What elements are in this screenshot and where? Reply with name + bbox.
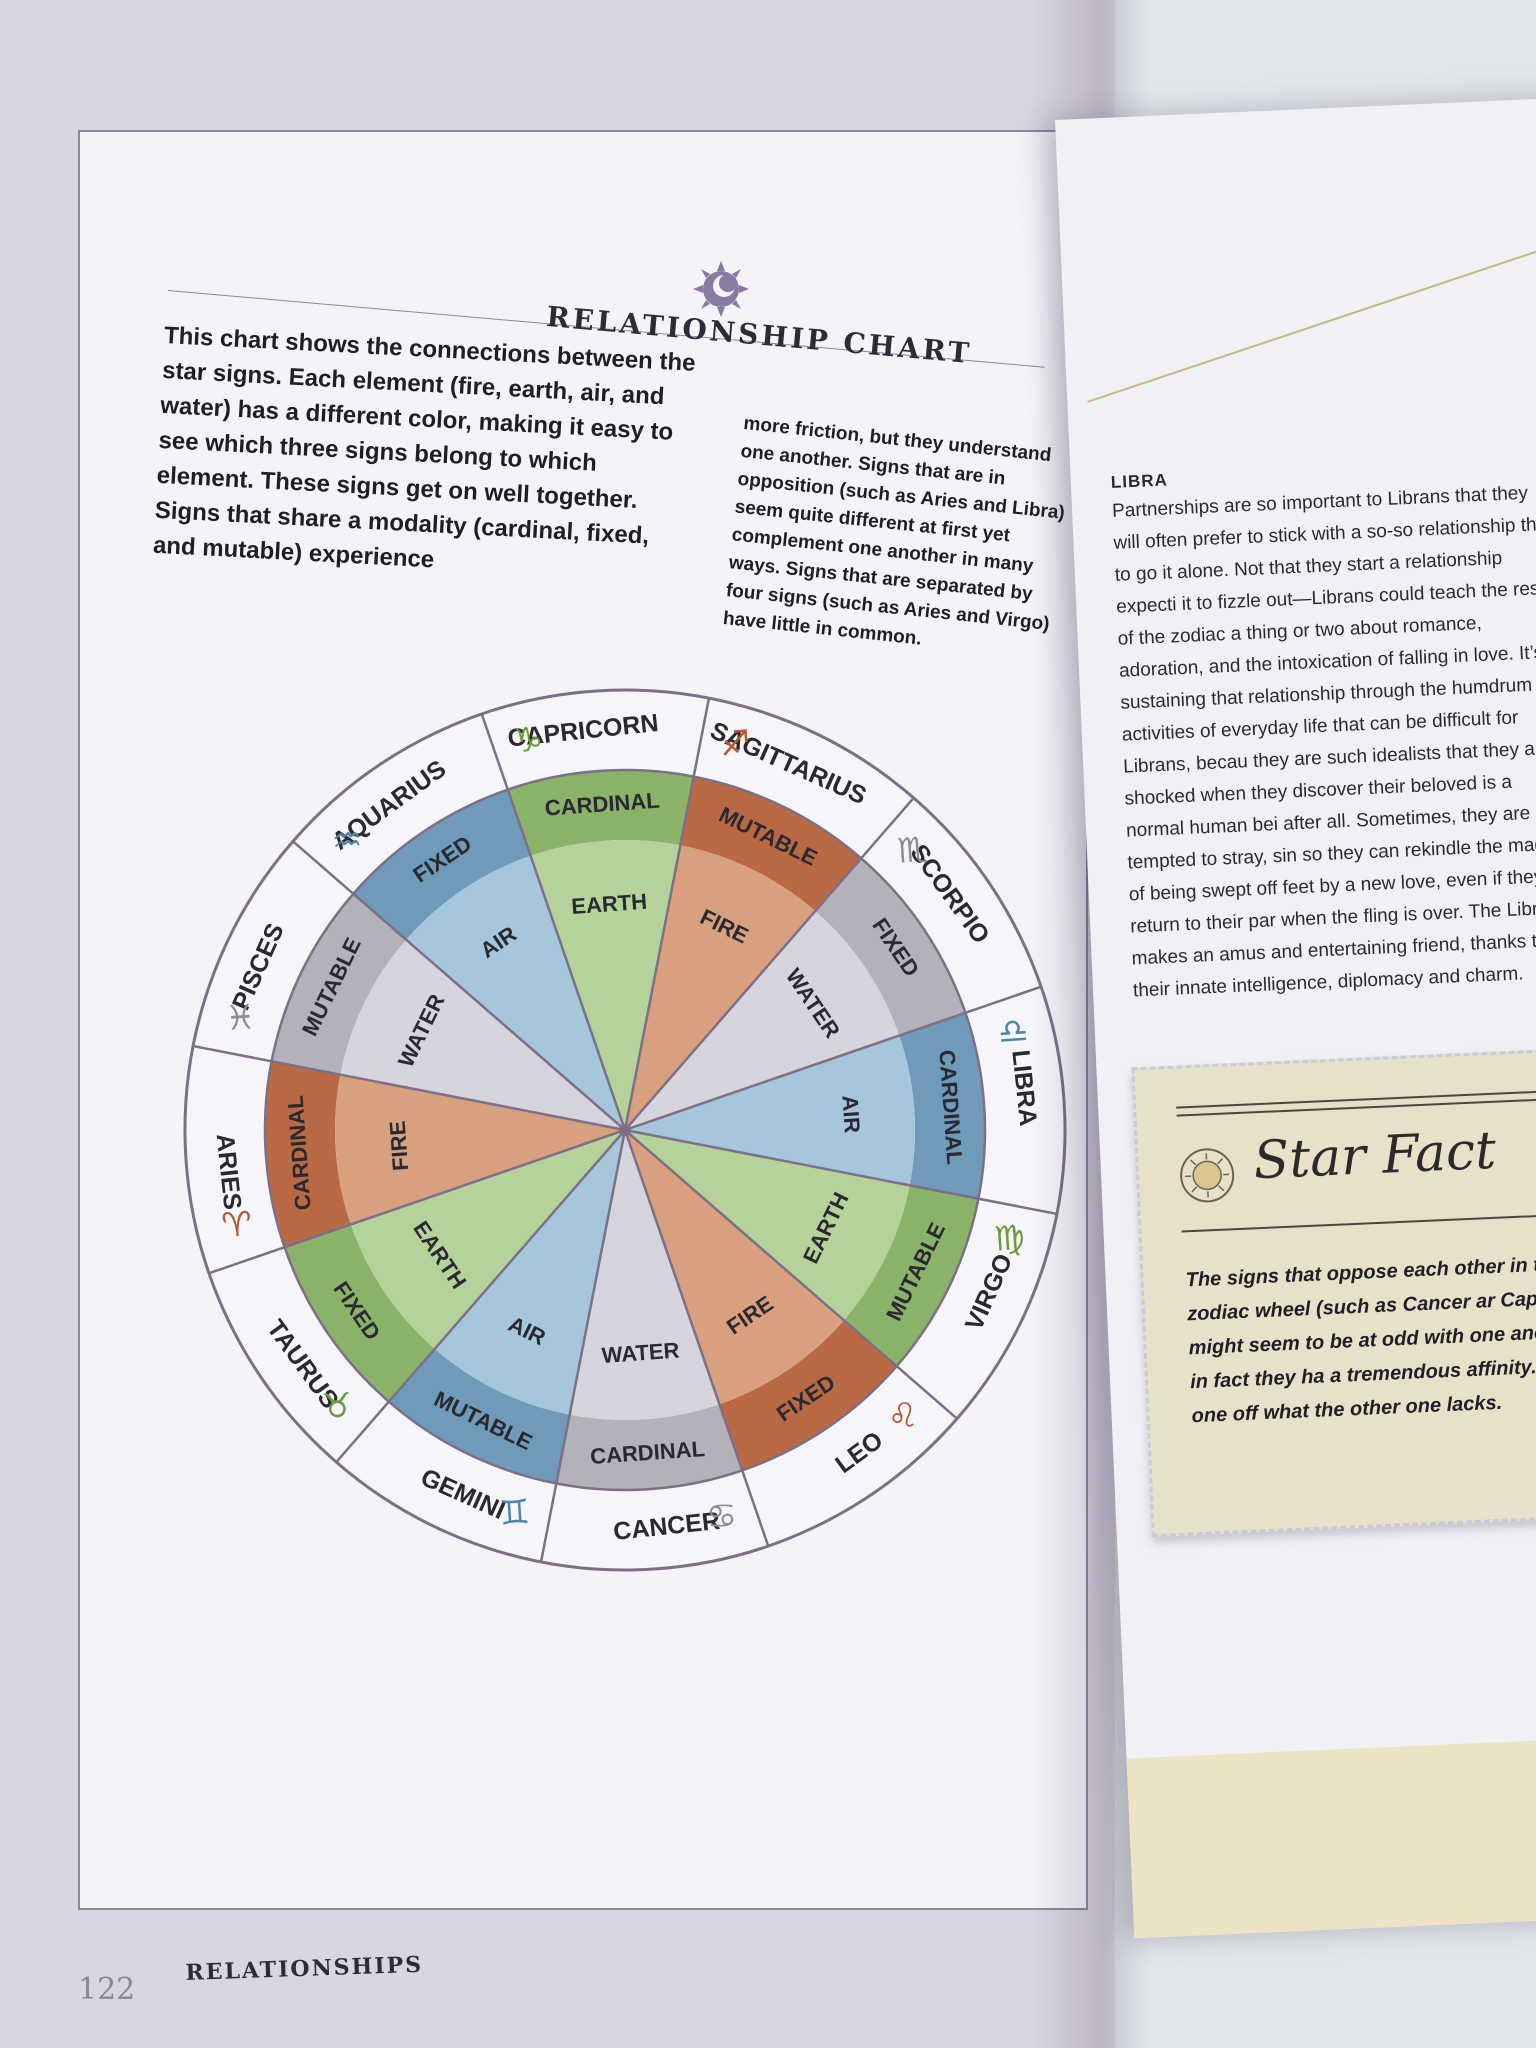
page-bottom-band bbox=[1126, 1735, 1536, 1939]
element-wedge-sagittarius bbox=[625, 845, 816, 1130]
element-label-aries: FIRE bbox=[385, 1120, 413, 1172]
element-wedge-libra bbox=[625, 1035, 915, 1186]
wheel-divider-line bbox=[624, 985, 1042, 1132]
element-wedge-pisces bbox=[340, 939, 625, 1130]
wheel-center bbox=[619, 1124, 631, 1136]
wheel-divider-line bbox=[623, 697, 711, 1131]
top-rule bbox=[1087, 235, 1536, 403]
aries-glyph-icon: ♈ bbox=[220, 1204, 253, 1246]
star-fact-box: Star Fact The signs that oppose each oth… bbox=[1131, 1045, 1536, 1538]
modality-band-scorpio bbox=[815, 858, 966, 1036]
modality-band-taurus bbox=[284, 1224, 435, 1402]
modality-band-gemini bbox=[388, 1348, 570, 1484]
modality-band-libra bbox=[899, 1012, 985, 1199]
modality-band-capricorn bbox=[507, 770, 694, 856]
libra-glyph-icon: ♎ bbox=[996, 1011, 1029, 1053]
wheel-divider-line bbox=[624, 1129, 958, 1420]
star-fact-text: The signs that oppose each other in the … bbox=[1185, 1252, 1536, 1428]
modality-band-cancer bbox=[556, 1404, 743, 1490]
element-wedge-virgo bbox=[625, 1130, 910, 1321]
section-name: RELATIONSHIPS bbox=[185, 1951, 424, 1986]
element-wedge-scorpio bbox=[625, 911, 900, 1130]
gemini-glyph-icon: ♊ bbox=[498, 1492, 531, 1534]
element-wedge-cancer bbox=[569, 1130, 720, 1420]
wheel-divider-line bbox=[480, 713, 627, 1131]
wheel-divider-line bbox=[335, 1129, 626, 1463]
capricorn-glyph-icon: ♑ bbox=[512, 719, 545, 761]
cancer-glyph-icon: ♋ bbox=[705, 1496, 738, 1538]
aquarius-glyph-icon: ♒ bbox=[330, 820, 363, 862]
modality-band-leo bbox=[719, 1320, 897, 1471]
wheel-divider-line bbox=[192, 1044, 626, 1132]
left-page: RELATIONSHIP CHART This chart shows the … bbox=[0, 0, 1115, 2048]
element-label-capricorn: EARTH bbox=[571, 889, 648, 919]
sun-moon-emblem-icon bbox=[690, 258, 752, 320]
wheel-divider-line bbox=[539, 1129, 627, 1563]
wheel-divider-line bbox=[624, 1128, 1058, 1216]
star-fact-title: Star Fact bbox=[1252, 1120, 1498, 1192]
wheel-divider-line bbox=[292, 840, 626, 1131]
element-wedge-capricorn bbox=[530, 840, 681, 1130]
wheel-divider-line bbox=[623, 1129, 770, 1547]
star-fact-rule-top bbox=[1176, 1086, 1536, 1109]
modality-band-sagittarius bbox=[680, 776, 862, 912]
star-fact-rule-bottom bbox=[1181, 1210, 1536, 1233]
intro-text-right: more friction, but they understand one a… bbox=[722, 412, 1066, 650]
sun-face-icon bbox=[1178, 1146, 1236, 1204]
wheel-inner-ring bbox=[263, 768, 987, 1492]
wheel-divider-line bbox=[208, 1128, 626, 1275]
right-page: LIBRA Partnerships are so important to L… bbox=[1055, 97, 1536, 1939]
element-wedge-leo bbox=[625, 1130, 844, 1405]
element-wedge-taurus bbox=[350, 1130, 625, 1349]
taurus-glyph-icon: ♉ bbox=[321, 1385, 354, 1427]
wheel-dividers bbox=[192, 697, 1058, 1563]
modality-band-aquarius bbox=[353, 789, 531, 940]
leo-glyph-icon: ♌ bbox=[886, 1395, 919, 1437]
wheel-divider-line bbox=[624, 797, 915, 1131]
virgo-glyph-icon: ♍ bbox=[993, 1218, 1026, 1260]
element-wedge-aries bbox=[335, 1074, 625, 1225]
element-label-libra: AIR bbox=[837, 1094, 865, 1134]
libra-text: Partnerships are so important to Librans… bbox=[1111, 482, 1536, 1002]
intro-text-left: This chart shows the connections between… bbox=[152, 321, 697, 574]
modality-band-aries bbox=[265, 1061, 351, 1248]
sagittarius-glyph-icon: ♐ bbox=[719, 723, 752, 765]
page-number: 122 bbox=[78, 1972, 136, 2007]
modality-band-virgo bbox=[843, 1185, 979, 1367]
modality-band-pisces bbox=[271, 893, 407, 1075]
pisces-glyph-icon: ♓ bbox=[224, 997, 257, 1039]
libra-heading: LIBRA bbox=[1110, 470, 1169, 492]
scorpio-glyph-icon: ♏ bbox=[896, 830, 929, 872]
element-wedge-gemini bbox=[434, 1130, 625, 1415]
element-wedge-aquarius bbox=[406, 855, 625, 1130]
element-label-cancer: WATER bbox=[601, 1338, 680, 1368]
